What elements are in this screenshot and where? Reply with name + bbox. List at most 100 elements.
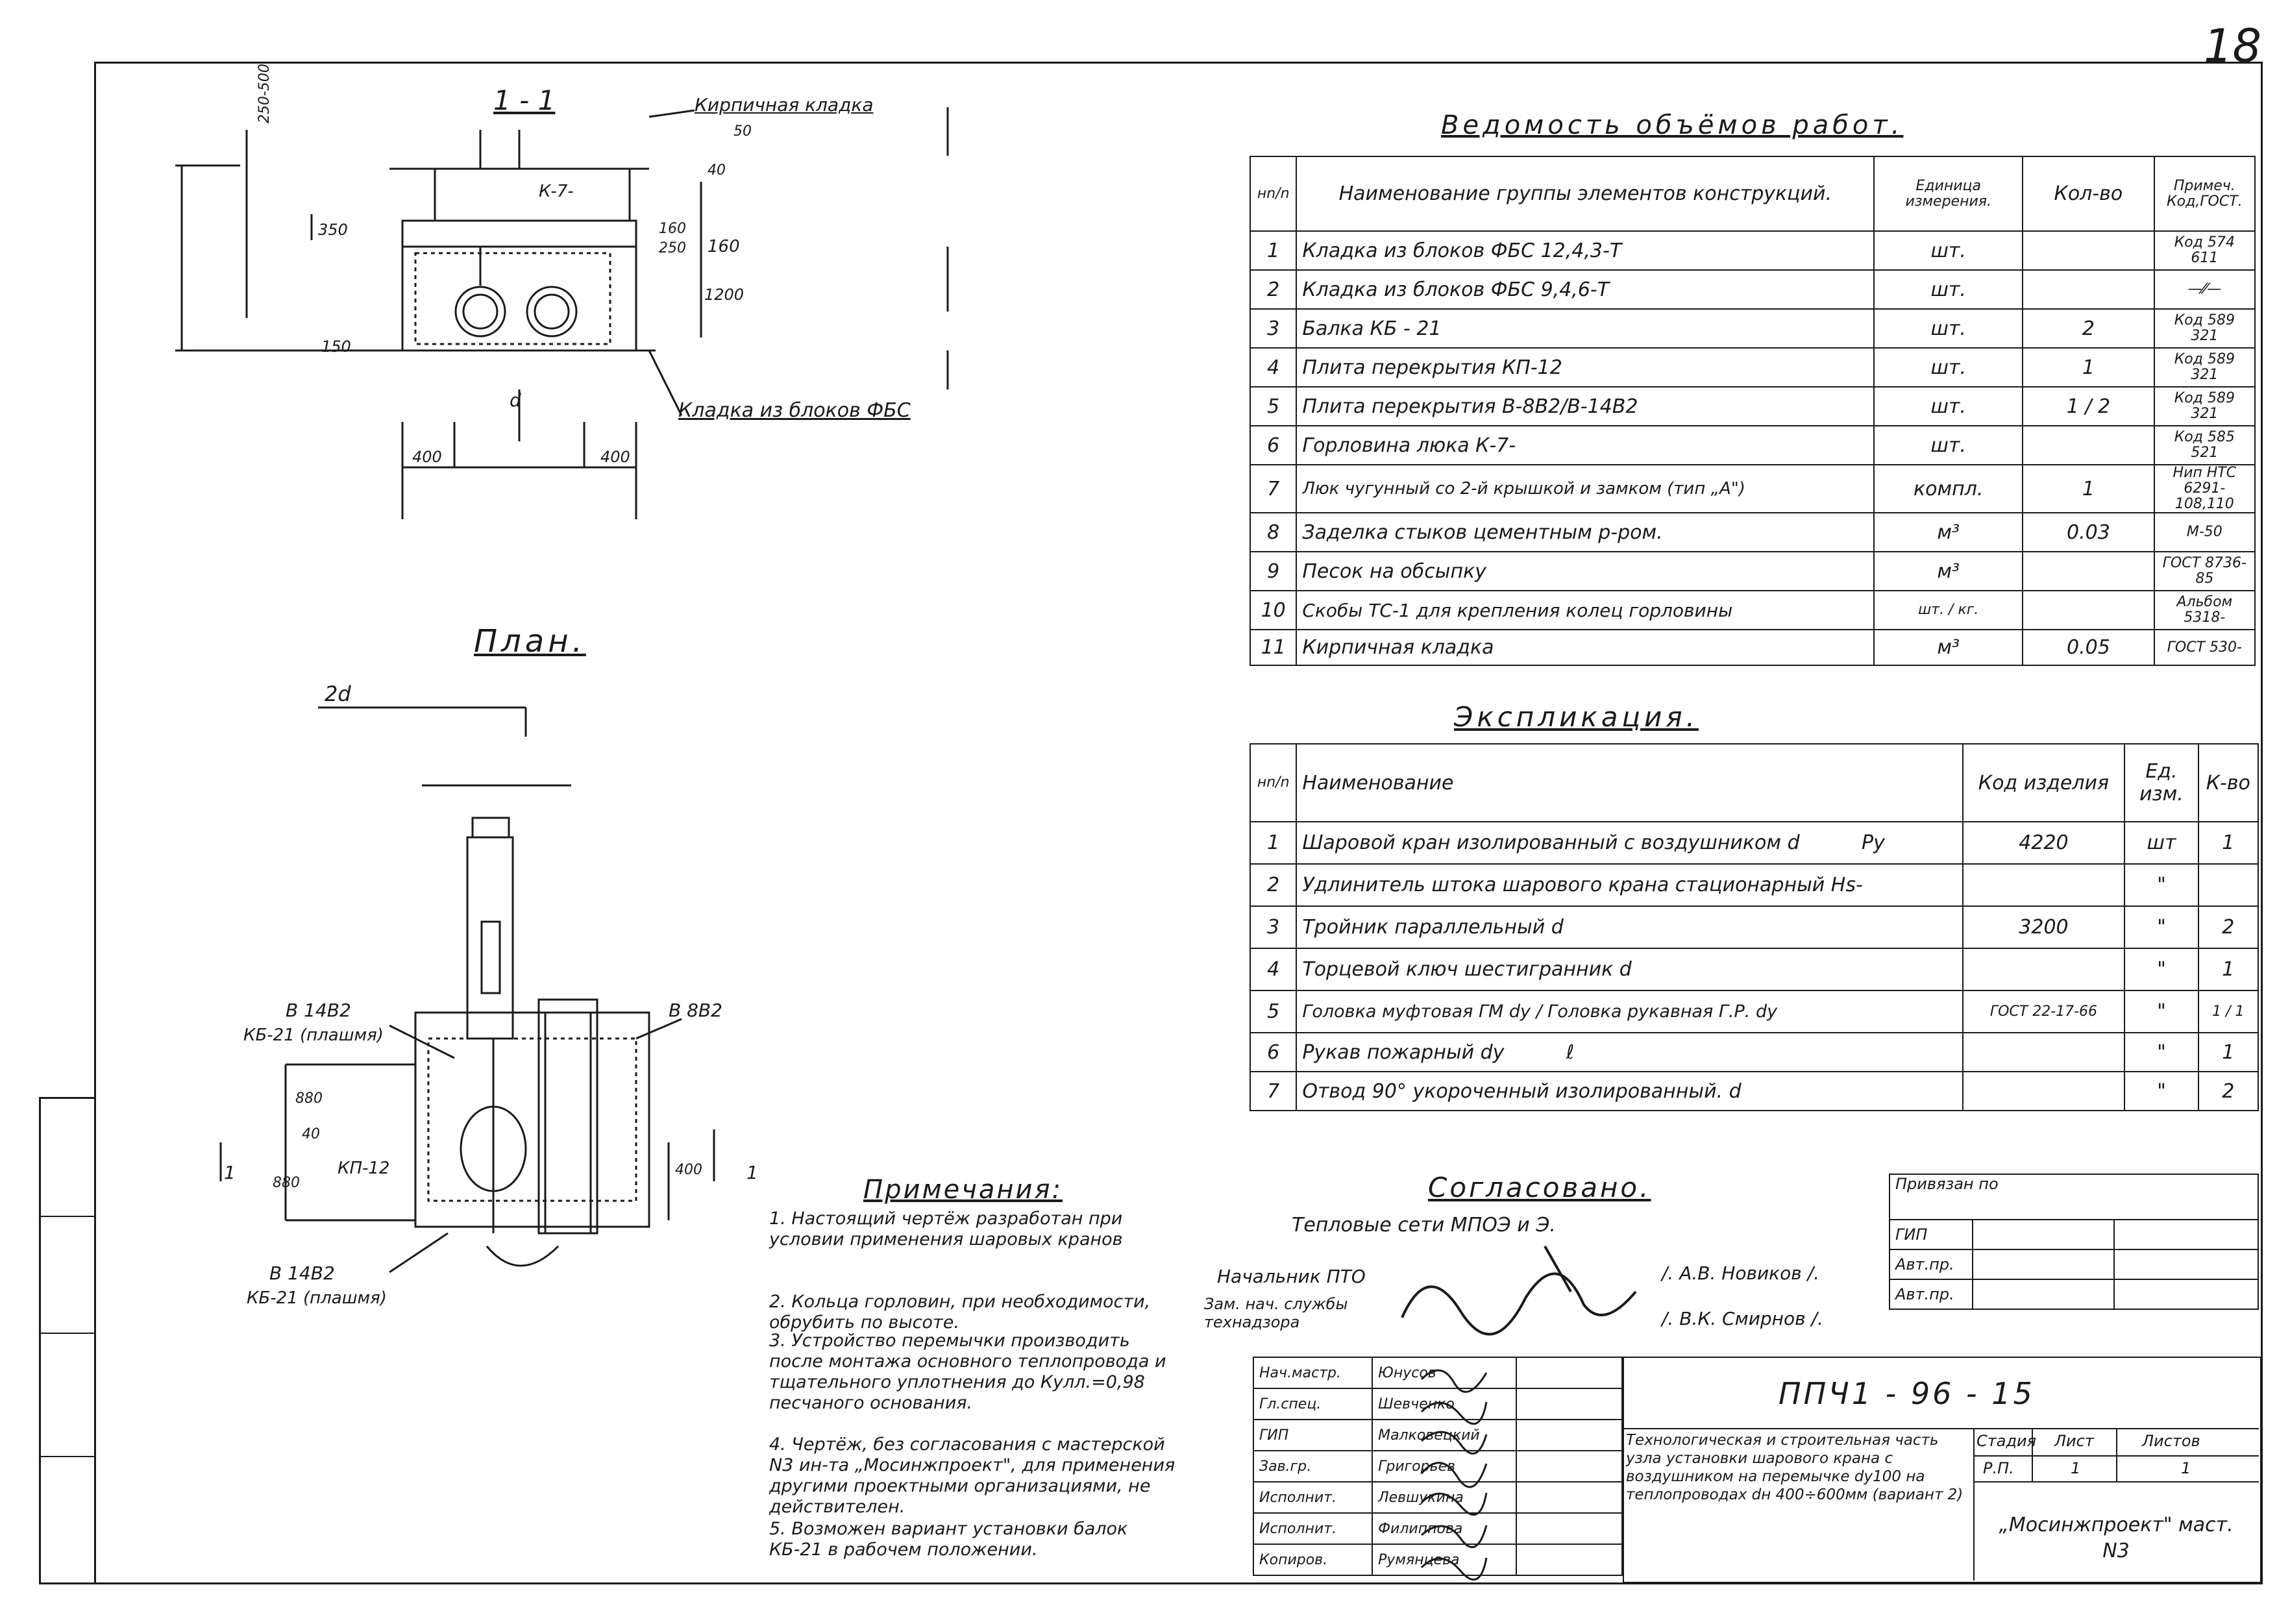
works-cell: Код 585 521	[2153, 425, 2256, 465]
works-header-row: нn/n Наименование группы элементов конст…	[1249, 156, 2256, 232]
expl-cell	[1962, 948, 2126, 991]
plan-b14b2-top: В 14В2	[286, 1000, 351, 1021]
staff-name: Левшукина	[1372, 1481, 1518, 1514]
binding-cell	[1972, 1219, 2115, 1250]
expl-cell: 7	[1249, 1071, 1298, 1111]
works-cell: шт.	[1873, 386, 2024, 426]
drawing-description: Технологическая и строительная часть узл…	[1626, 1432, 1964, 1503]
works-cell: шт.	[1873, 308, 2024, 349]
sheets-value: 1	[2181, 1459, 2191, 1477]
stage-label: Стадия	[1976, 1432, 2037, 1450]
staff-role: Копиров.	[1252, 1544, 1373, 1576]
plan-b14b2-bottom: В 14В2	[269, 1262, 335, 1284]
works-cell: шт.	[1873, 269, 2024, 310]
works-h-note: Примеч. Код,ГОСТ.	[2153, 156, 2256, 232]
works-cell: Плита перекрытия КП-12	[1296, 347, 1875, 388]
staff-role: Исполнит.	[1252, 1512, 1373, 1545]
plan-dim-880a: 880	[295, 1090, 323, 1107]
works-cell: Кладка из блоков ФБС 12,4,3-Т	[1296, 230, 1875, 271]
title-divider	[1623, 1428, 2259, 1429]
expl-cell: Головка муфтовая ГМ dу / Головка рукавна…	[1296, 990, 1964, 1033]
expl-cell: 1	[2197, 1032, 2259, 1072]
dim-1200: 1200	[704, 286, 745, 304]
expl-cell: "	[2124, 948, 2199, 991]
staff-row: Исполнит.Левшукина	[1252, 1481, 1623, 1514]
dim-150: 150	[321, 338, 351, 356]
plan-b8b2: В 8В2	[669, 1000, 722, 1021]
works-cell: 7	[1249, 464, 1298, 513]
works-cell: Горловина люка К-7-	[1296, 425, 1875, 465]
works-cell: 3	[1249, 308, 1298, 349]
works-h-unit: Единица измерения.	[1873, 156, 2024, 232]
binding-cell	[1972, 1279, 2115, 1310]
staff-role: Гл.спец.	[1252, 1388, 1373, 1420]
expl-cell: Тройник параллельный d	[1296, 905, 1964, 949]
staff-signature	[1516, 1419, 1623, 1451]
explication-title: Экспликация.	[1454, 701, 1699, 733]
expl-cell: 1 / 1	[2197, 990, 2259, 1033]
expl-h-num: нn/n	[1249, 743, 1298, 822]
binding-row-label: Авт.пр.	[1889, 1279, 1973, 1310]
plan-dim-40: 40	[302, 1126, 320, 1142]
expl-h-code: Код изделия	[1962, 743, 2126, 822]
works-cell: Код 574 611	[2153, 230, 2256, 271]
works-cell: компл.	[1873, 464, 2024, 513]
works-cell: Люк чугунный со 2-й крышкой и замком (ти…	[1296, 464, 1875, 513]
binding-table: Привязан по ГИП Авт.пр. Авт.пр.	[1889, 1174, 2259, 1310]
expl-cell	[1962, 863, 2126, 907]
staff-signatures-drawing	[1420, 1369, 1488, 1581]
expl-cell: 5	[1249, 990, 1298, 1033]
plan-cut-left: 1	[224, 1162, 236, 1183]
expl-cell: "	[2124, 905, 2199, 949]
approval-role2: Зам. нач. службы технадзора	[1204, 1295, 1348, 1331]
binding-cell	[2113, 1219, 2259, 1250]
works-cell: 11	[1249, 629, 1298, 666]
staff-name: Григорьев	[1372, 1450, 1518, 1483]
expl-cell: 1	[1249, 821, 1298, 865]
works-table: нn/n Наименование группы элементов конст…	[1249, 156, 2256, 666]
staff-signature	[1516, 1450, 1623, 1483]
approval-role1: Начальник ПТО	[1217, 1266, 1366, 1287]
dim-160: 160	[659, 221, 686, 237]
expl-cell: 3	[1249, 905, 1298, 949]
staff-row: Копиров.Румянцева	[1252, 1544, 1623, 1576]
stage-value: Р.П.	[1983, 1459, 2014, 1477]
binding-cell	[2113, 1249, 2259, 1280]
works-cell: шт.	[1873, 230, 2024, 271]
expl-cell: 2	[2197, 905, 2259, 949]
expl-cell: "	[2124, 863, 2199, 907]
works-cell: Альбом 5318-	[2153, 590, 2256, 630]
binding-title: Привязан по	[1889, 1174, 2259, 1220]
works-cell: м³	[1873, 512, 2024, 552]
works-cell: Код 589 321	[2153, 308, 2256, 349]
expl-cell: 6	[1249, 1032, 1298, 1072]
staff-signature	[1516, 1544, 1623, 1576]
fbs-label: Кладка из блоков ФБС	[678, 399, 911, 422]
works-cell: 9	[1249, 551, 1298, 591]
dim-160b: 160	[708, 237, 740, 256]
note-5: 5. Возможен вариант установки балок КБ-2…	[769, 1519, 1128, 1560]
staff-row: Гл.спец.Шевченко	[1252, 1388, 1623, 1420]
expl-cell: 1	[2197, 948, 2259, 991]
note-1: 1. Настоящий чертёж разработан при услов…	[769, 1209, 1123, 1249]
dim-40: 40	[708, 162, 726, 178]
works-cell: шт. / кг.	[1873, 590, 2024, 630]
expl-cell: "	[2124, 1032, 2199, 1072]
binding-row-label: ГИП	[1889, 1219, 1973, 1250]
works-cell: Скобы ТС-1 для крепления колец горловины	[1296, 590, 1875, 630]
expl-cell: 1	[2197, 821, 2259, 865]
works-cell: Код 589 321	[2153, 386, 2256, 426]
works-cell: 1	[2022, 347, 2155, 388]
plan-kb21-top: КБ-21 (плашмя)	[243, 1026, 384, 1045]
